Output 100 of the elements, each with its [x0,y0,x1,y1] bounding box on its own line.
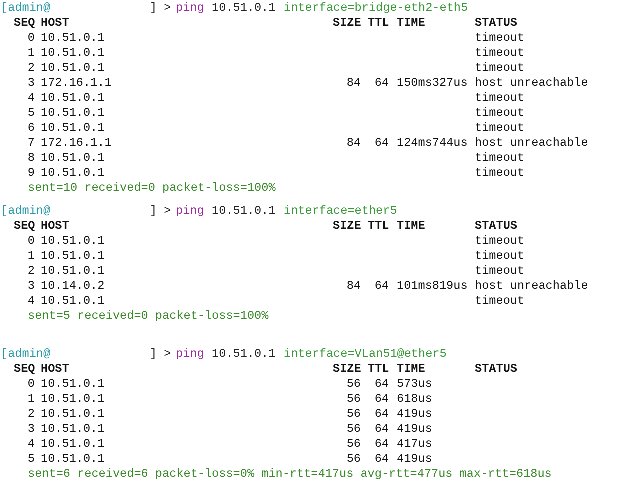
prompt-text: [admin@ [1,347,51,362]
table-cell: 10.51.0.1 [41,407,105,422]
command-text: ping [176,347,204,362]
table-cell: 64 [374,392,389,407]
table-cell: 0 [28,377,35,392]
table-cell: 2 [28,264,35,279]
table-cell: 10.51.0.1 [41,106,105,121]
table-cell: timeout [475,121,525,136]
table-cell: 56 [346,452,361,467]
table-cell: 10.51.0.1 [41,234,105,249]
prompt-text: ] > [150,1,172,16]
table-cell: 10.51.0.1 [41,249,105,264]
table-cell: 64 [374,407,389,422]
command-text: interface=bridge-eth2-eth5 [284,1,468,16]
prompt-text: ] > [150,204,172,219]
table-cell: 10.51.0.1 [41,31,105,46]
table-cell: 417us [397,437,432,452]
column-header: STATUS [475,16,518,31]
table-cell: 172.16.1.1 [41,76,112,91]
column-header: HOST [41,219,70,234]
summary-text: sent=5 received=0 packet-loss=100% [28,309,269,324]
table-cell: timeout [475,91,525,106]
table-cell: 10.51.0.1 [41,422,105,437]
table-cell: 124ms744us [397,136,468,151]
table-cell: 1 [28,249,35,264]
table-cell: host unreachable [475,279,588,294]
table-cell: timeout [475,234,525,249]
table-cell: 10.51.0.1 [41,377,105,392]
table-cell: 10.51.0.1 [41,91,105,106]
column-header: TIME [397,362,426,377]
table-cell: timeout [475,166,525,181]
table-cell: 419us [397,422,432,437]
table-cell: 64 [374,437,389,452]
command-text: 10.51.0.1 [212,347,276,362]
command-text: interface=ether5 [284,204,398,219]
table-cell: 1 [28,392,35,407]
table-cell: 56 [346,437,361,452]
command-text: interface=VLan51@ether5 [284,347,447,362]
column-header: SEQ [14,16,36,31]
table-cell: 4 [28,91,35,106]
column-header: HOST [41,362,70,377]
table-cell: 172.16.1.1 [41,136,112,151]
table-cell: timeout [475,264,525,279]
table-cell: 573us [397,377,432,392]
prompt-text: ] > [150,347,172,362]
table-cell: 9 [28,166,35,181]
table-cell: 150ms327us [397,76,468,91]
table-cell: 1 [28,46,35,61]
table-cell: 419us [397,452,432,467]
table-cell: 10.51.0.1 [41,151,105,166]
table-cell: 56 [346,422,361,437]
table-cell: 3 [28,279,35,294]
table-cell: 10.14.0.2 [41,279,105,294]
table-cell: 56 [346,407,361,422]
table-cell: timeout [475,249,525,264]
table-cell: 10.51.0.1 [41,166,105,181]
table-cell: 6 [28,121,35,136]
table-cell: timeout [475,61,525,76]
table-cell: 84 [346,136,361,151]
table-cell: 10.51.0.1 [41,61,105,76]
table-cell: 10.51.0.1 [41,294,105,309]
table-cell: 3 [28,422,35,437]
table-cell: 64 [374,76,389,91]
table-cell: 4 [28,294,35,309]
table-cell: 10.51.0.1 [41,437,105,452]
column-header: TIME [397,219,426,234]
column-header: SEQ [14,362,36,377]
column-header: STATUS [475,362,518,377]
table-cell: 10.51.0.1 [41,452,105,467]
table-cell: 64 [374,279,389,294]
column-header: TTL [368,362,390,377]
column-header: TIME [397,16,426,31]
column-header: STATUS [475,219,518,234]
table-cell: 3 [28,76,35,91]
column-header: TTL [368,219,390,234]
table-cell: 5 [28,106,35,121]
column-header: TTL [368,16,390,31]
table-cell: 84 [346,279,361,294]
table-cell: 4 [28,437,35,452]
summary-text: sent=10 received=0 packet-loss=100% [28,181,276,196]
prompt-text: [admin@ [1,204,51,219]
table-cell: 0 [28,234,35,249]
table-cell: timeout [475,294,525,309]
column-header: SIZE [333,219,362,234]
table-cell: timeout [475,106,525,121]
table-cell: timeout [475,31,525,46]
table-cell: 10.51.0.1 [41,121,105,136]
table-cell: 10.51.0.1 [41,392,105,407]
table-cell: 618us [397,392,432,407]
table-cell: 64 [374,377,389,392]
command-text: ping [176,1,204,16]
table-cell: 64 [374,452,389,467]
command-text: 10.51.0.1 [212,204,276,219]
table-cell: 10.51.0.1 [41,264,105,279]
table-cell: 56 [346,377,361,392]
table-cell: 7 [28,136,35,151]
table-cell: 84 [346,76,361,91]
table-cell: timeout [475,151,525,166]
table-cell: host unreachable [475,76,588,91]
table-cell: 64 [374,136,389,151]
